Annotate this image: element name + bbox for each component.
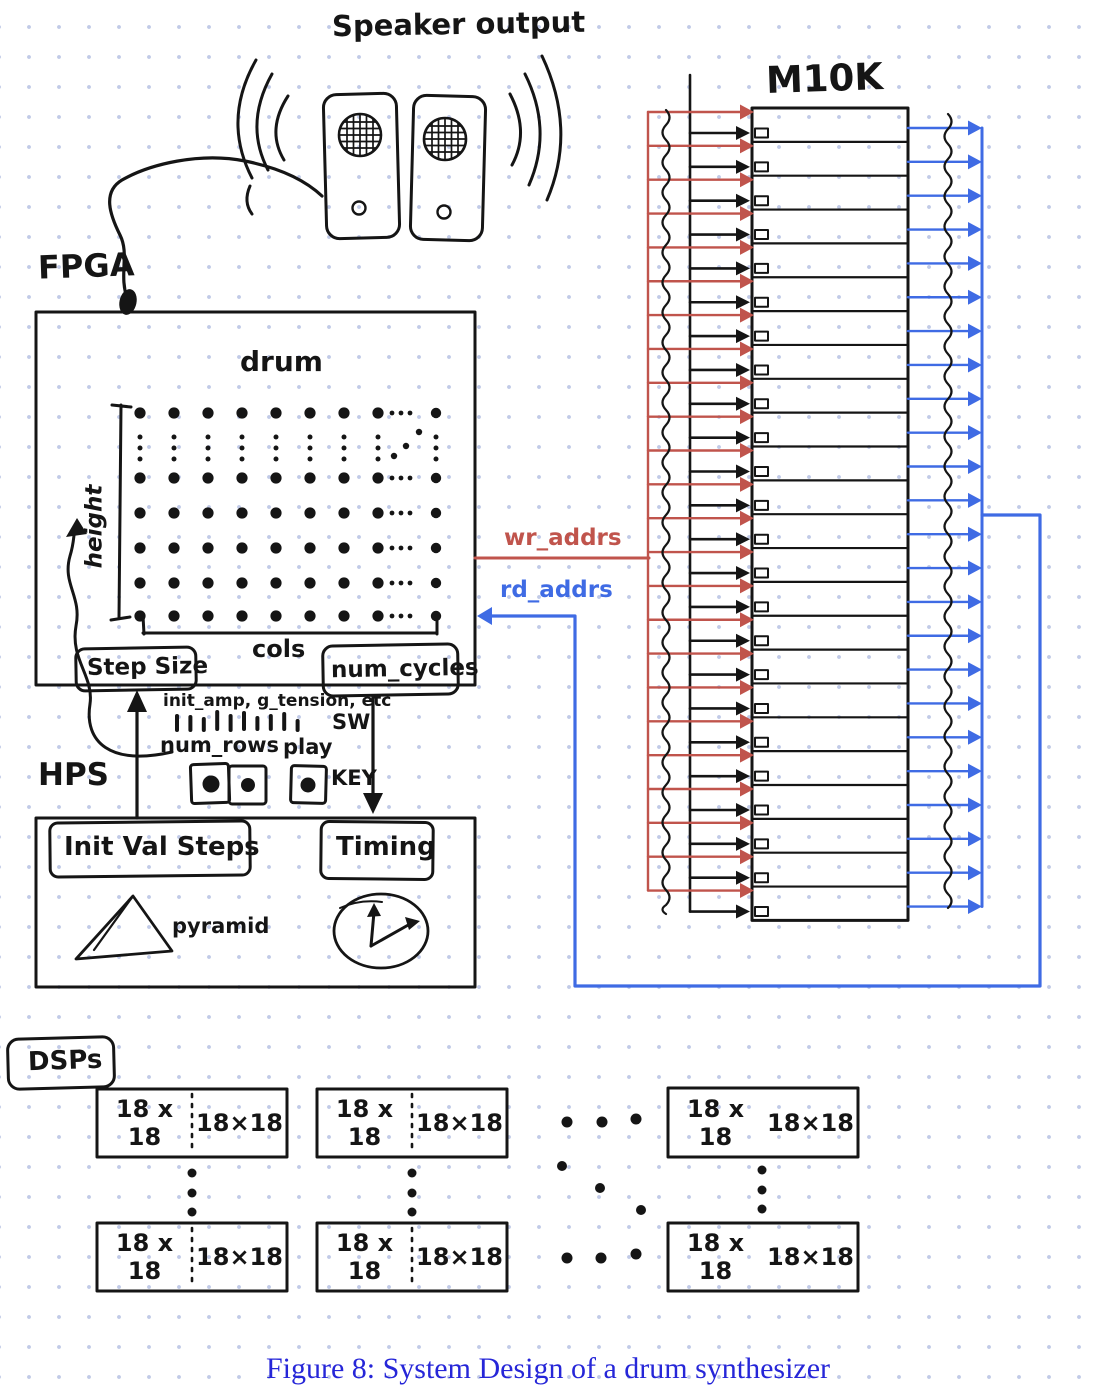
dsp-mult-label: 18 x 18 — [335, 1229, 394, 1285]
num-rows-label: num_rows — [160, 733, 279, 757]
dsp-block — [95, 1221, 289, 1293]
drum-title: drum — [240, 345, 323, 378]
dsp-block-labels: 18 x 18 18×18 — [317, 1089, 507, 1157]
num-rows-buttons[interactable] — [188, 761, 268, 806]
dsp-mult-label: 18×18 — [416, 1243, 503, 1271]
dsp-block-labels: 18 x 18 18×18 — [97, 1089, 287, 1157]
sw-values-label: init_amp, g_tension, etc — [163, 691, 392, 711]
cols-label: cols — [252, 635, 306, 663]
figure-caption: Figure 8: System Design of a drum synthe… — [265, 1352, 831, 1385]
speaker-right — [408, 93, 488, 243]
rd-addrs-label: rd_addrs — [500, 577, 613, 603]
sound-waves-right-icon — [508, 54, 563, 202]
drum-membrane-grid — [134, 407, 442, 622]
dsp-block — [666, 1221, 860, 1293]
height-label: height — [81, 484, 108, 569]
speaker-output-label: Speaker output — [331, 4, 586, 44]
m10k-label: M10K — [765, 54, 884, 103]
init-val-steps-label: Init Val Steps — [64, 832, 260, 862]
dsp-mult-label: 18×18 — [767, 1243, 854, 1271]
timing-label: Timing — [336, 832, 436, 862]
dsp-mult-label: 18 x 18 — [115, 1095, 174, 1151]
num-cycles-label: num_cycles — [330, 654, 479, 684]
pyramid-sketch — [74, 894, 174, 961]
hps-box — [34, 816, 477, 989]
dsp-mult-label: 18×18 — [416, 1109, 503, 1137]
cols-bracket — [141, 611, 439, 636]
dsp-mult-label: 18×18 — [196, 1109, 283, 1137]
speaker-left — [321, 91, 402, 241]
dsp-block-labels: 18 x 18 18×18 — [317, 1223, 507, 1291]
fpga-label: FPGA — [37, 245, 135, 287]
audio-plug-icon — [119, 289, 137, 315]
dsp-block — [95, 1087, 289, 1159]
dsp-section — [6, 1035, 860, 1293]
dsp-mult-label: 18×18 — [767, 1108, 854, 1137]
num-cycles-box — [321, 642, 460, 698]
num-rows-to-height-arrow — [66, 518, 174, 758]
clock-sketch — [332, 892, 430, 970]
hps-label: HPS — [38, 757, 109, 793]
dsps-label: DSPs — [27, 1044, 103, 1078]
fpga-box — [34, 310, 477, 758]
dsp-block — [315, 1087, 509, 1159]
dsp-mult-label: 18 x 18 — [686, 1229, 745, 1285]
key-label: KEY — [331, 766, 377, 790]
height-bracket — [109, 403, 133, 622]
num-cycles-to-timing-arrow — [363, 695, 383, 814]
dsp-mult-label: 18×18 — [196, 1243, 283, 1271]
timing-box — [319, 819, 435, 882]
play-button[interactable] — [289, 764, 328, 805]
dsp-ellipsis-dots — [187, 1113, 767, 1264]
pyramid-label: pyramid — [172, 914, 270, 938]
m10k-memory-block — [646, 73, 984, 922]
sw-switches[interactable] — [175, 710, 300, 732]
speaker-knob-left-icon — [351, 200, 367, 216]
speaker-knob-right-icon — [436, 204, 452, 220]
dsp-block-labels: 18 x 18 18×18 — [668, 1223, 858, 1291]
speaker-sketch — [108, 54, 563, 315]
init-val-steps-box — [48, 819, 252, 879]
dsp-block-labels: 18 x 18 18×18 — [668, 1088, 858, 1157]
dsps-label-box — [6, 1035, 116, 1091]
play-label: play — [283, 735, 333, 759]
sw-label: SW — [332, 710, 371, 734]
wr-addrs-label: wr_addrs — [504, 525, 622, 551]
dsp-block — [315, 1221, 509, 1293]
dsp-block — [666, 1086, 860, 1159]
dsp-block-labels: 18 x 18 18×18 — [97, 1223, 287, 1291]
sound-waves-left-icon — [236, 58, 290, 216]
dsp-mult-label: 18 x 18 — [335, 1095, 394, 1151]
step-size-label: Step Size — [86, 652, 209, 682]
audio-cable — [108, 156, 324, 303]
rd-addrs-line — [477, 513, 1042, 988]
step-size-box — [74, 645, 198, 693]
dsp-mult-label: 18 x 18 — [686, 1094, 745, 1151]
hps-to-fpga-arrow — [127, 690, 147, 820]
dsp-mult-label: 18 x 18 — [115, 1229, 174, 1285]
speaker-woofers — [337, 112, 468, 162]
